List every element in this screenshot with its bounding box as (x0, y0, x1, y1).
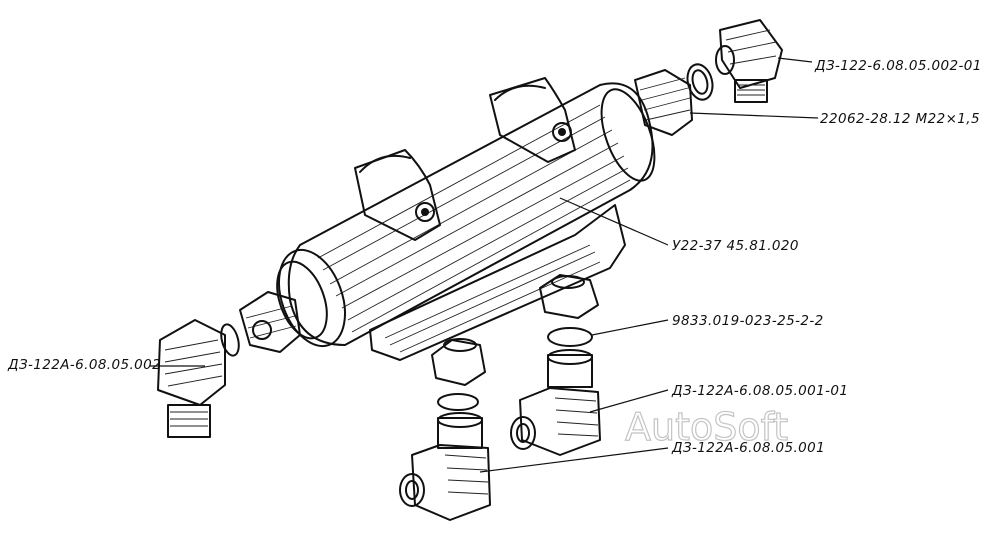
leader-right-elbow (589, 389, 669, 413)
label-o-ring: 9833.019-023-25-2-2 (672, 313, 824, 329)
leader-lines (150, 57, 819, 473)
sealing-washer-top (686, 63, 714, 101)
label-union-nut: 22062-28.12 M22×1,5 (820, 111, 980, 127)
sealing-washer-lower-right (547, 327, 593, 347)
distributor-body (276, 82, 656, 361)
leader-union-nut (689, 112, 819, 119)
elbow-fitting-top (715, 19, 783, 103)
elbow-fitting-bottom (399, 412, 491, 521)
sealing-washer-left (220, 323, 240, 357)
label-bottom-elbow: ДЗ-122А-6.08.05.001 (671, 440, 825, 456)
watermark: AutoSoft (625, 405, 788, 449)
union-nut-right (634, 69, 693, 136)
union-nut-lower-right (539, 274, 599, 319)
mounting-saddle-left (354, 149, 441, 241)
label-left-elbow: ДЗ-122А-6.08.05.002 (7, 357, 161, 373)
label-right-elbow: ДЗ-122А-6.08.05.001-01 (671, 383, 848, 399)
leader-o-ring (591, 319, 669, 336)
mounting-saddle-right (489, 77, 576, 163)
union-nut-lower-left (431, 338, 486, 386)
sealing-washer-lower-left (437, 393, 479, 411)
union-nut-left (239, 291, 301, 353)
label-top-elbow: ДЗ-122-6.08.05.002-01 (814, 58, 982, 74)
leader-top-elbow (777, 57, 813, 63)
leader-body (559, 197, 669, 246)
label-body: У22-37 45.81.020 (672, 238, 799, 254)
elbow-fitting-right (510, 349, 601, 456)
leader-bottom-elbow (479, 447, 669, 473)
elbow-fitting-left (157, 319, 226, 438)
